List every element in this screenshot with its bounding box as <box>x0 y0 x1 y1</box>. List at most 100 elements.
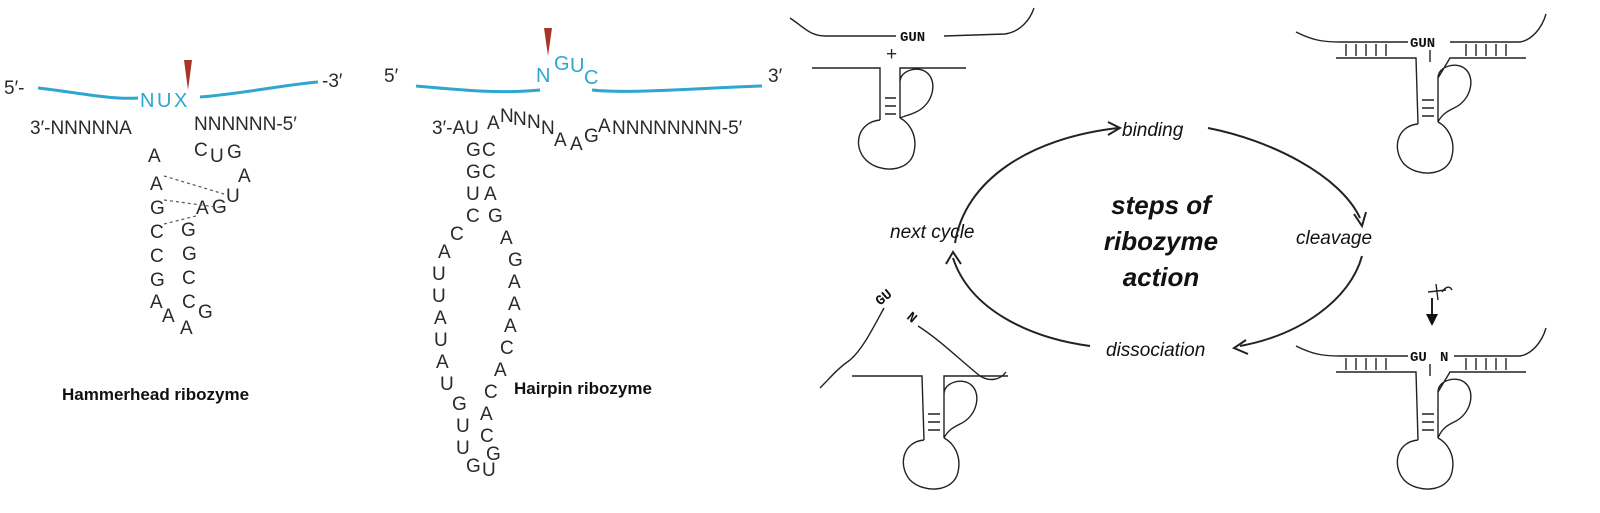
hammerhead-substrate-left <box>37 86 139 100</box>
cleaved-gu-label: GU <box>1410 350 1427 366</box>
hairpin-left-col-base: G <box>466 162 481 183</box>
hairpin-left-strand: 3′-AU <box>432 118 479 139</box>
hairpin-5prime-label: 5′ <box>384 66 399 87</box>
cycle-title-line: action <box>1123 262 1200 292</box>
hairpin-left-col-base: U <box>432 286 446 307</box>
hairpin-left-col-base: C <box>450 224 464 245</box>
hairpin-left-col-base: A <box>438 242 451 263</box>
hairpin-mid-base: N <box>500 106 514 127</box>
product-n-label: N <box>903 310 920 328</box>
hammerhead-substrate-right <box>199 80 319 99</box>
hammerhead-core-right-base: A <box>180 318 193 339</box>
base-pairs-left <box>1345 44 1431 62</box>
hairpin-site-g: G <box>554 53 570 75</box>
arrowhead-binding <box>1107 121 1123 136</box>
hammerhead-core-right-base: G <box>198 302 213 323</box>
substrate-gun-label: GUN <box>1410 36 1435 52</box>
hairpin-right-col-base: A <box>508 272 521 293</box>
hairpin-right-col-base: A <box>480 404 493 425</box>
hairpin-mid-base: A <box>598 116 611 137</box>
cycle-arrow-next-cycle <box>952 257 1091 347</box>
hammerhead-core-left-base: G <box>150 270 165 291</box>
hairpin-right-col-base: C <box>482 140 496 161</box>
substrate-strand <box>1295 13 1547 43</box>
hairpin-mid-base: G <box>584 126 599 147</box>
product-strand-left <box>819 307 885 389</box>
hairpin-site-n: N <box>536 65 550 87</box>
hammerhead-core-right-base: G <box>181 220 196 241</box>
hairpin-left-col-base: G <box>452 394 467 415</box>
hammerhead-core-left-base: C <box>150 222 164 243</box>
hairpin-site-c: C <box>584 67 598 89</box>
arrowhead-next-cycle <box>945 250 962 265</box>
hammerhead-core-left-base: A <box>162 306 175 327</box>
hammerhead-core-right-base: U <box>210 146 224 167</box>
ribozyme-structure <box>1336 57 1526 174</box>
cut-arrowhead <box>1426 314 1438 326</box>
state-cleaved: GU N <box>1295 283 1547 490</box>
hammerhead-core-right-base: C <box>194 140 208 161</box>
hammerhead-core-left-base: A <box>150 292 163 313</box>
hairpin-right-col-base: C <box>500 338 514 359</box>
state-released: GU N <box>819 287 1008 490</box>
hairpin-right-col-base: G <box>508 250 523 271</box>
hairpin-left-col-base: U <box>440 374 454 395</box>
hairpin-mid-base: A <box>487 113 500 134</box>
ribozyme-cycle-panel: binding cleavage dissociation next cycle… <box>789 7 1547 490</box>
hammerhead-core-left-base: A <box>148 146 161 167</box>
hammerhead-site-u: U <box>157 90 171 112</box>
cycle-arrow-dissociation <box>1239 255 1363 347</box>
hairpin-right-col-base: A <box>508 294 521 315</box>
product-strand-right <box>917 325 1007 381</box>
cycle-title-line: ribozyme <box>1104 226 1218 256</box>
hairpin-mid-base: N <box>527 112 541 133</box>
hammerhead-left-strand: 3′-NNNNNA <box>30 118 132 139</box>
hammerhead-cleavage-arrow <box>184 60 192 90</box>
substrate-strand <box>789 7 1035 37</box>
cycle-arrow-cleavage <box>1207 127 1361 219</box>
hairpin-caption: Hairpin ribozyme <box>514 379 652 398</box>
base-pairs <box>1345 358 1507 376</box>
arrowhead-dissociation <box>1231 339 1249 355</box>
ribozyme-structure <box>1336 371 1526 490</box>
hairpin-mid-base: A <box>570 134 583 155</box>
hammerhead-core-left-base: C <box>150 246 164 267</box>
arrowhead-cleavage <box>1353 211 1367 229</box>
hammerhead-3prime-label: -3′ <box>322 71 343 92</box>
step-cleavage: cleavage <box>1296 228 1372 249</box>
hairpin-substrate-left <box>415 84 541 94</box>
hammerhead-core-right-base: C <box>182 268 196 289</box>
hammerhead-core-right-base: A <box>238 166 251 187</box>
cycle-arrow-binding <box>954 127 1119 244</box>
hairpin-left-col-base: U <box>456 416 470 437</box>
hairpin-left-col-base: U <box>432 264 446 285</box>
step-binding: binding <box>1122 120 1184 141</box>
hammerhead-core-right-base: G <box>182 244 197 265</box>
hairpin-right-col-base: C <box>482 162 496 183</box>
hairpin-right-col-base: A <box>494 360 507 381</box>
hairpin-right-col-base: C <box>480 426 494 447</box>
hairpin-right-col-base: U <box>482 460 496 481</box>
substrate-strand <box>1295 327 1547 357</box>
hairpin-left-col-base: A <box>436 352 449 373</box>
hairpin-right-col-base: A <box>484 184 497 205</box>
hairpin-left-col-base: U <box>466 184 480 205</box>
hairpin-right-col-base: G <box>486 444 501 465</box>
hairpin-left-col-base: G <box>466 456 481 477</box>
hammerhead-core-right-base: C <box>182 292 196 313</box>
hairpin-right-col-base: A <box>500 228 513 249</box>
hairpin-substrate-right <box>591 84 763 93</box>
hammerhead-panel: 5′- -3′ N U X 3′-NNNNNA NNNNNN-5′ A A G … <box>4 60 343 404</box>
substrate-gun-label: GUN <box>900 30 925 46</box>
hairpin-site-u: U <box>570 55 584 77</box>
hammerhead-core-right-base: A <box>196 198 209 219</box>
hairpin-left-col-base: G <box>466 140 481 161</box>
hammerhead-core-right-base: G <box>227 142 242 163</box>
step-next-cycle: next cycle <box>890 222 974 243</box>
base-pairs-right <box>1465 44 1507 56</box>
state-bound: GUN <box>1295 13 1547 174</box>
hairpin-left-col-base: C <box>466 206 480 227</box>
hammerhead-site-n: N <box>140 90 154 112</box>
hammerhead-core-left-base: G <box>150 198 165 219</box>
